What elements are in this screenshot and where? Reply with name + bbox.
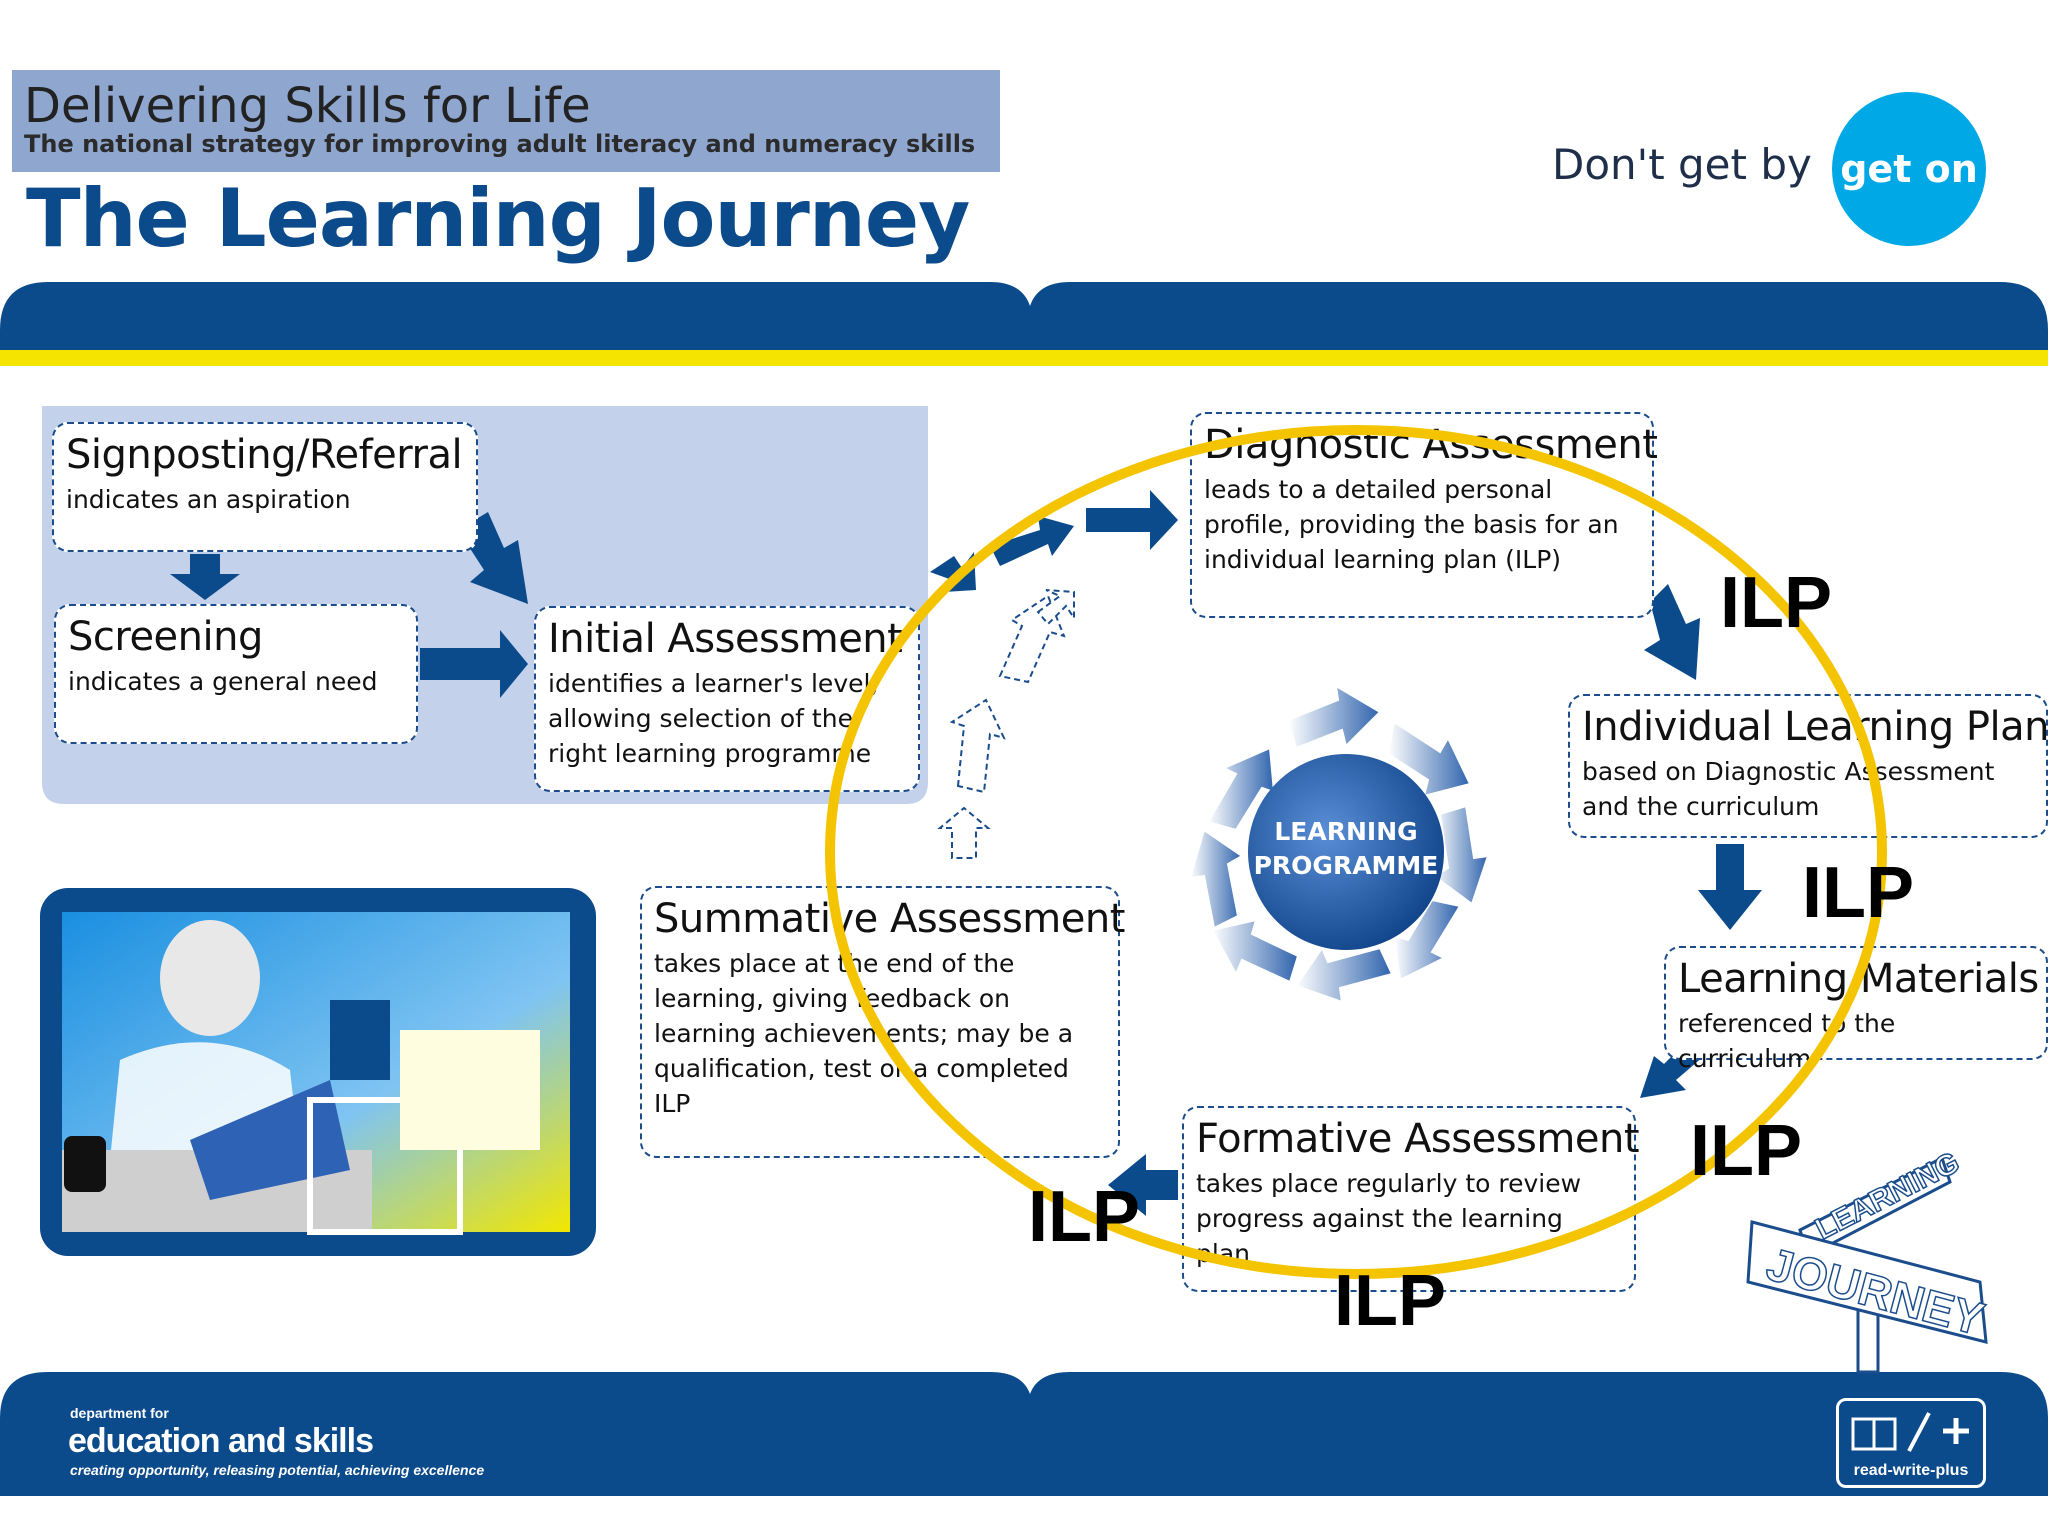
dept-logo-line3: creating opportunity, releasing potentia… — [70, 1462, 485, 1478]
arrow-ilp-to-materials — [1698, 844, 1762, 930]
strategy-subtitle: The national strategy for improving adul… — [24, 130, 976, 158]
diagnostic-assessment-box: Diagnostic Assessment leads to a detaile… — [1190, 412, 1658, 618]
signposting-box: Signposting/Referral indicates an aspira… — [52, 422, 478, 552]
ilp-label-1: ILP — [1720, 563, 1833, 643]
diagnostic-title: Diagnostic Assessment — [1204, 422, 1658, 468]
photo-lamp — [330, 1000, 390, 1080]
signposting-title: Signposting/Referral — [66, 432, 463, 478]
screening-title: Screening — [68, 614, 263, 660]
summative-desc: takes place at the end of the learning, … — [654, 949, 1074, 1118]
arrow-signpost-to-screening — [170, 554, 240, 600]
ilp-label-5: ILP — [1028, 1177, 1141, 1257]
top-yellow-stripe — [0, 350, 2048, 366]
read-write-plus-label: read-write-plus — [1853, 1462, 1969, 1479]
photo-person-head — [160, 920, 260, 1036]
signpost-top-text: LEARNING — [1810, 1146, 1965, 1247]
center-label-line2: PROGRAMME — [1254, 851, 1439, 880]
dept-logo-line1: department for — [70, 1405, 169, 1421]
arrow-initial-to-diagnostic-2 — [990, 516, 1074, 566]
photo-cabinet — [400, 1030, 540, 1150]
initial-title: Initial Assessment — [548, 616, 903, 662]
signposting-desc: indicates an aspiration — [66, 485, 351, 514]
slogan: Don't get by — [1552, 140, 1812, 189]
ilp-label-2: ILP — [1802, 853, 1915, 933]
dashed-arrow-2 — [949, 698, 1006, 794]
dashed-arrow-1 — [937, 806, 991, 859]
arrow-screening-to-initial — [420, 630, 528, 698]
ilp-label-4: ILP — [1334, 1261, 1447, 1341]
dept-logo-line2: education and skills — [68, 1422, 374, 1460]
materials-desc: referenced to the curriculum — [1678, 1009, 1896, 1073]
formative-desc: takes place regularly to review progress… — [1196, 1169, 1582, 1268]
strategy-title: Delivering Skills for Life — [24, 78, 591, 134]
ilp-plan-desc: based on Diagnostic Assessment and the c… — [1582, 757, 1995, 821]
screening-box: Screening indicates a general need — [54, 604, 418, 744]
book-pen-icon — [1851, 1412, 1969, 1452]
learning-programme-ring: LEARNING PROGRAMME — [1188, 684, 1490, 1004]
learning-materials-box: Learning Materials referenced to the cur… — [1664, 946, 2048, 1073]
individual-learning-plan-box: Individual Learning Plan based on Diagno… — [1568, 694, 2048, 838]
bottom-band — [0, 1372, 2048, 1496]
initial-desc: identifies a learner's level, allowing s… — [548, 669, 879, 768]
photo-mug — [64, 1136, 106, 1192]
strategy-banner — [12, 70, 1000, 172]
summative-title: Summative Assessment — [654, 896, 1125, 942]
initial-assessment-box: Initial Assessment identifies a learner'… — [534, 606, 920, 792]
photo-chair — [307, 1097, 463, 1235]
diagnostic-desc: leads to a detailed personal profile, pr… — [1204, 475, 1619, 574]
arrow-into-diagnostic — [1086, 490, 1178, 550]
get-on-logo: get on — [1832, 92, 1986, 246]
arrow-initial-to-diagnostic-1 — [930, 552, 976, 592]
formative-title: Formative Assessment — [1196, 1116, 1640, 1162]
ilp-plan-title: Individual Learning Plan — [1582, 704, 2048, 750]
read-write-plus-logo — [1836, 1398, 1986, 1488]
top-band — [0, 282, 2048, 350]
center-label-line1: LEARNING — [1274, 817, 1417, 846]
materials-title: Learning Materials — [1678, 956, 2039, 1002]
ilp-label-3: ILP — [1690, 1111, 1803, 1191]
screening-desc: indicates a general need — [68, 667, 378, 696]
summative-assessment-box: Summative Assessment takes place at the … — [640, 886, 1125, 1158]
page-title: The Learning Journey — [26, 172, 970, 265]
